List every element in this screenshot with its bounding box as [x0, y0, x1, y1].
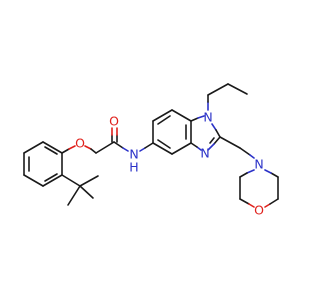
bond [207, 83, 229, 96]
bond [219, 136, 241, 149]
bond [113, 141, 124, 149]
molecule-drawing: O O N H N N N O [23, 83, 279, 218]
linker [61, 127, 154, 154]
bond [270, 172, 279, 178]
aromatic-bond [157, 115, 171, 125]
tert-butyl-group [61, 174, 99, 206]
bond [190, 142, 198, 148]
bond [84, 145, 92, 150]
aromatic-bond [157, 139, 171, 149]
bond [171, 142, 192, 155]
bond [171, 109, 192, 122]
morpholine-ring [239, 169, 279, 208]
bond [227, 83, 248, 95]
bond [42, 174, 63, 187]
bond [197, 115, 205, 119]
bond [248, 203, 255, 208]
bond [152, 142, 173, 155]
bond [42, 141, 63, 154]
aromatic-bond [209, 137, 215, 144]
bond [246, 169, 255, 174]
bond [61, 148, 70, 154]
imidazole-n3-label: N [200, 146, 209, 161]
bond [207, 143, 215, 151]
bond [249, 154, 255, 159]
bond [239, 147, 251, 156]
morpholine-oxygen-label: O [254, 203, 264, 218]
bond [79, 175, 99, 187]
carbonyl-oxygen-label: O [109, 114, 119, 129]
methylene-linker [219, 136, 255, 159]
bond [211, 123, 217, 131]
bond [264, 169, 272, 174]
bond [152, 109, 173, 122]
bond [95, 141, 115, 154]
bond [264, 203, 271, 208]
amide-hydrogen-label: H [129, 160, 138, 175]
amide-nitrogen-label: N [129, 147, 138, 162]
benzimidazole-benzene [152, 109, 192, 155]
bond [23, 174, 44, 187]
bond [196, 146, 202, 151]
bond [215, 129, 221, 138]
imidazole-ring [190, 115, 221, 151]
bond [269, 198, 279, 205]
bond [68, 145, 76, 150]
bond [23, 141, 44, 154]
bond [122, 147, 129, 152]
aromatic-bond [44, 146, 58, 155]
imidazole-n1-label: N [203, 110, 212, 125]
bond [61, 174, 81, 187]
bond [239, 172, 248, 178]
bond [139, 147, 146, 152]
bond [90, 148, 97, 154]
propyl-chain [207, 83, 248, 111]
bond [213, 136, 221, 145]
bond [190, 117, 199, 122]
aromatic-bond [44, 173, 58, 182]
bond [67, 185, 81, 206]
phenyl-ring [23, 141, 63, 187]
morpholine-nitrogen-label: N [254, 157, 263, 172]
ether-oxygen-label: O [75, 136, 85, 151]
bond [239, 198, 250, 205]
structure-canvas: O O N H N N N O [23, 83, 279, 218]
bond [144, 142, 154, 149]
bond [79, 185, 94, 199]
